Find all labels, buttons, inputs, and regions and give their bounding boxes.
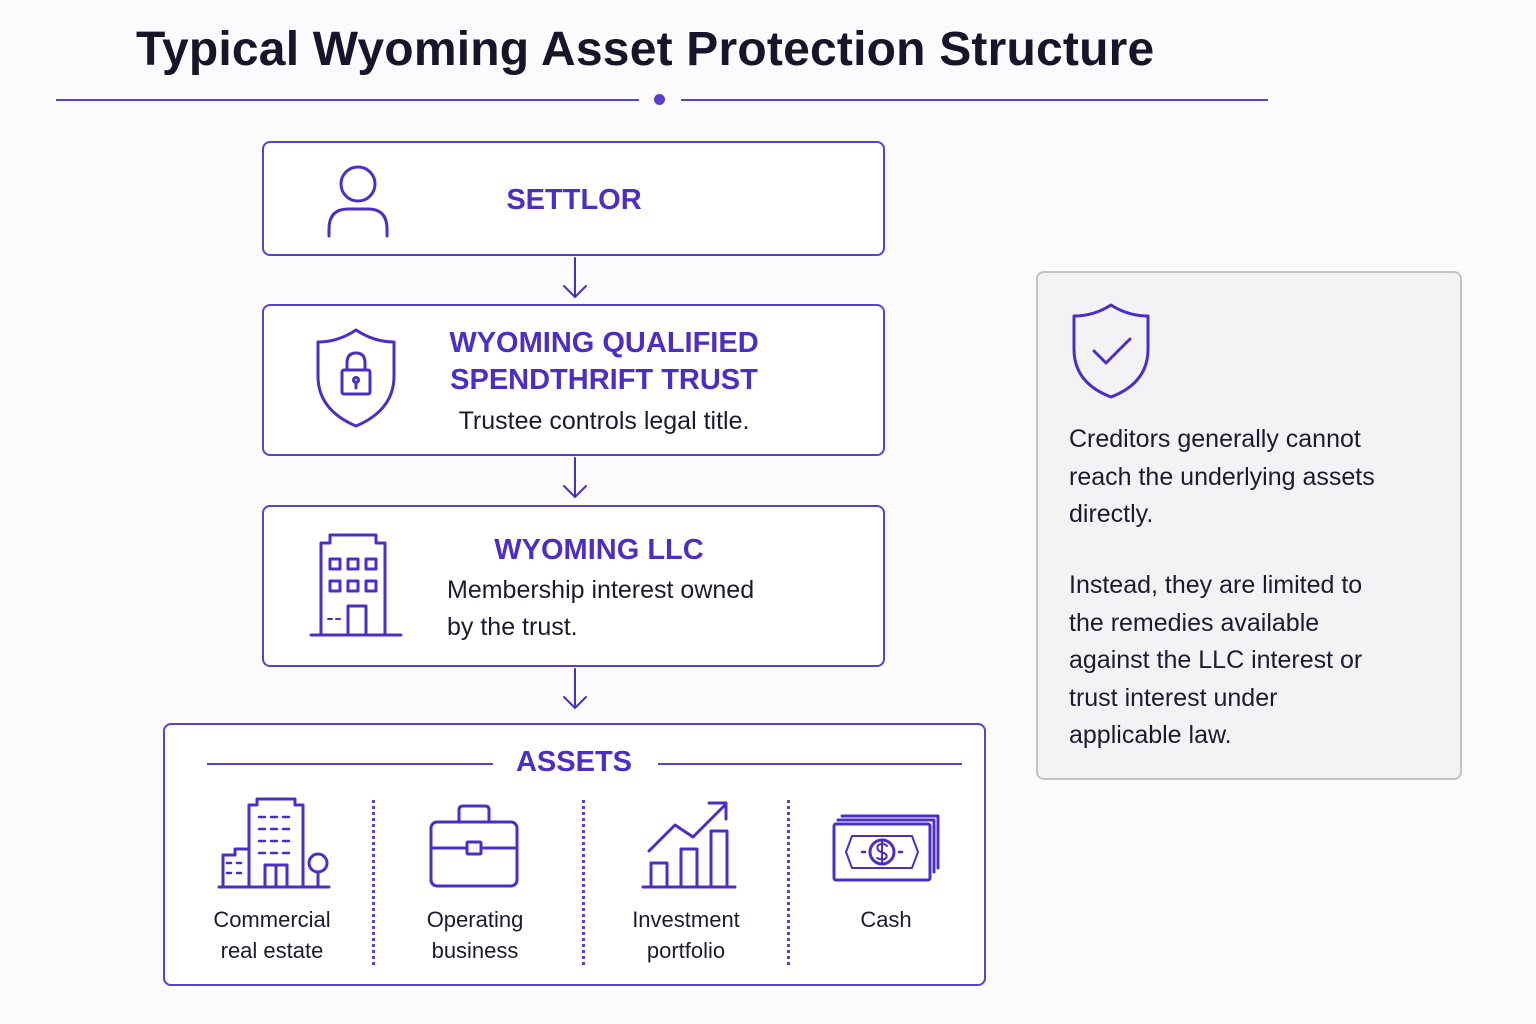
asset-label-operating-line2: business — [431, 938, 519, 963]
settlor-heading: SETTLOR — [506, 184, 642, 216]
trust-heading-line2: SPENDTHRIFT TRUST — [450, 364, 758, 396]
asset-label-commercial-line2: real estate — [220, 938, 324, 963]
asset-label-operating-line1: Operating — [426, 907, 524, 932]
note-paragraph-1-line-1: Creditors generally cannot — [1069, 425, 1361, 453]
asset-separator-1 — [372, 800, 375, 965]
banknotes-icon — [832, 814, 940, 882]
asset-label-commercial-line1: Commercial — [213, 907, 331, 932]
note-paragraph-2-line-2: the remedies available — [1069, 608, 1320, 637]
page-title: Typical Wyoming Asset Protection Structu… — [136, 23, 1155, 76]
creditor-note-card: Creditors generally cannot reach the und… — [1036, 271, 1462, 780]
note-paragraph-1-line-2: reach the underlying assets — [1069, 462, 1375, 491]
note-paragraph-2-line-1: Instead, they are limited to — [1069, 571, 1363, 599]
note-paragraph-1-line-3: directly. — [1069, 500, 1154, 528]
flow-arrow-2 — [563, 457, 587, 498]
settlor-card: SETTLOR — [262, 141, 885, 256]
llc-description-line2: by the trust. — [447, 613, 578, 641]
asset-label-cash: Cash — [860, 907, 912, 932]
commercial-building-icon — [217, 797, 331, 889]
note-paragraph-2-line-3: against the LLC interest or — [1069, 646, 1363, 674]
flow-arrow-1 — [563, 257, 587, 298]
building-icon — [309, 533, 403, 637]
asset-separator-2 — [582, 800, 585, 965]
note-paragraph-1: Creditors generally cannot reach the und… — [1069, 421, 1449, 534]
shield-check-icon — [1072, 303, 1150, 399]
llc-description-line1: Membership interest owned — [447, 576, 755, 604]
llc-card: WYOMING LLC Membership interest owned by… — [262, 505, 885, 667]
asset-label-investment-line1: Investment — [632, 907, 740, 932]
assets-heading: ASSETS — [515, 746, 633, 778]
assets-divider-right — [658, 763, 962, 765]
briefcase-icon — [429, 804, 519, 888]
shield-lock-icon — [316, 328, 396, 428]
trust-description: Trustee controls legal title. — [458, 407, 750, 435]
growth-chart-icon — [641, 801, 737, 889]
person-icon — [327, 165, 389, 238]
llc-heading: WYOMING LLC — [494, 534, 704, 566]
asset-separator-3 — [787, 800, 790, 965]
note-paragraph-2-line-5: applicable law. — [1069, 721, 1232, 749]
title-divider-right — [681, 99, 1268, 101]
note-paragraph-2-line-4: trust interest under — [1069, 683, 1278, 712]
assets-card: ASSETS Commercial real estate Operating … — [163, 723, 986, 986]
note-paragraph-2: Instead, they are limited to the remedie… — [1069, 567, 1449, 755]
asset-label-investment-line2: portfolio — [646, 938, 726, 963]
title-divider-left — [56, 99, 639, 101]
trust-card: WYOMING QUALIFIED SPENDTHRIFT TRUST Trus… — [262, 304, 885, 456]
trust-heading-line1: WYOMING QUALIFIED — [449, 327, 759, 359]
flow-arrow-3 — [563, 668, 587, 709]
title-divider-dot — [654, 94, 665, 105]
assets-divider-left — [207, 763, 493, 765]
